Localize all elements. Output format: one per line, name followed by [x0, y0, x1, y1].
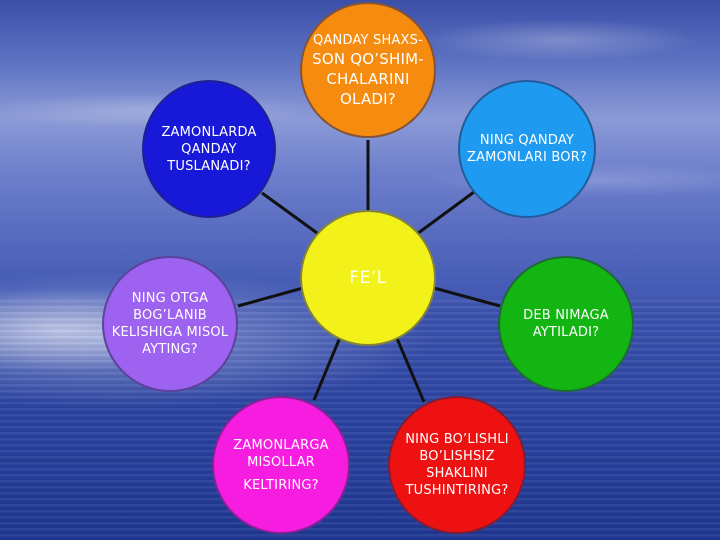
- node-top: QANDAY SHAXS- SON QO’SHIM- CHALARINI OLA…: [300, 2, 436, 138]
- node-bottom-left-line2: MISOLLAR: [247, 454, 315, 470]
- node-bottom-left-line1: ZAMONLARGA: [233, 437, 329, 453]
- node-top-left-line1: ZAMONLARDA: [161, 124, 257, 140]
- center-node-label: FE’L: [349, 267, 387, 288]
- node-bottom-right-line1: NING BO’LISHLI: [405, 432, 509, 447]
- node-top-line2: SON QO’SHIM-: [312, 49, 424, 68]
- node-left-line4: AYTING?: [142, 342, 198, 357]
- node-bottom-left: ZAMONLARGA MISOLLAR KELTIRING?: [212, 396, 350, 534]
- node-top-line3: CHALARINI: [326, 69, 410, 88]
- node-bottom-right-line4: TUSHINTIRING?: [405, 483, 509, 498]
- node-left: NING OTGA BOG’LANIB KELISHIGA MISOL AYTI…: [102, 256, 238, 392]
- node-left-line2: BOG’LANIB: [133, 308, 207, 323]
- node-right-line2: AYTILADI?: [532, 325, 600, 340]
- node-right: DEB NIMAGA AYTILADI?: [498, 256, 634, 392]
- node-top-left-line3: TUSLANADI?: [167, 158, 251, 174]
- node-top-right: NING QANDAY ZAMONLARI BOR?: [458, 80, 596, 218]
- node-left-line3: KELISHIGA MISOL: [111, 325, 229, 340]
- node-bottom-right-line2: BO’LISHSIZ: [419, 449, 495, 464]
- node-top-left: ZAMONLARDA QANDAY TUSLANADI?: [142, 80, 276, 218]
- node-top-right-line1: NING QANDAY: [479, 133, 575, 148]
- node-top-left-line2: QANDAY: [181, 141, 237, 157]
- node-right-line1: DEB NIMAGA: [523, 308, 609, 323]
- node-bottom-right: NING BO’LISHLI BO’LISHSIZ SHAKLINI TUSHI…: [388, 396, 526, 534]
- node-top-line1: QANDAY SHAXS-: [313, 32, 423, 48]
- node-top-right-line2: ZAMONLARI BOR?: [466, 150, 588, 165]
- node-bottom-left-line3: KELTIRING?: [243, 477, 319, 493]
- node-left-line1: NING OTGA: [131, 291, 209, 306]
- node-top-line4: OLADI?: [340, 89, 396, 108]
- node-bottom-right-line3: SHAKLINI: [426, 466, 488, 481]
- center-node: FE’L: [300, 210, 436, 346]
